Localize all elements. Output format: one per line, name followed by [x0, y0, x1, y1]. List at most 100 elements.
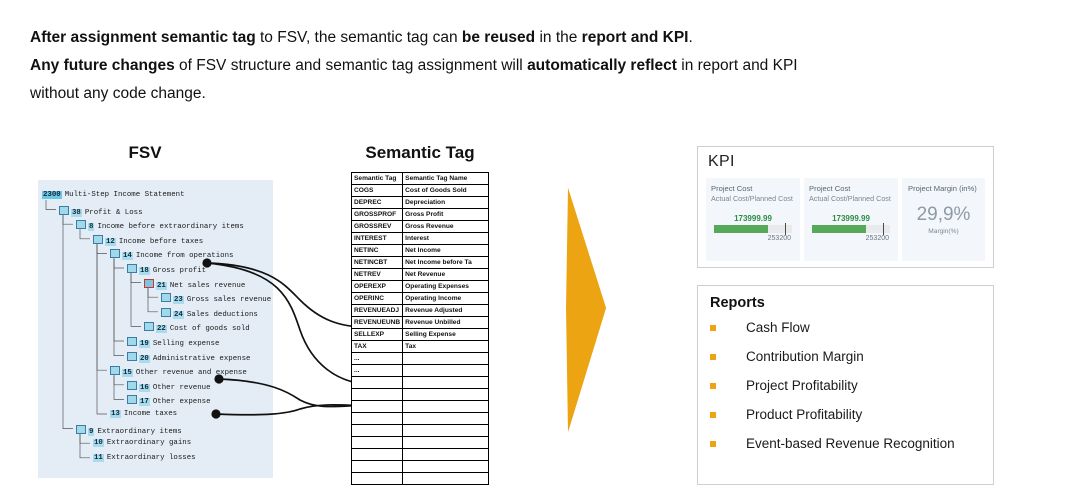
tree-expand-icon[interactable]: [93, 234, 103, 244]
fsv-node-number: 8: [88, 223, 95, 232]
kpi-tile-2-progress-bar: [812, 223, 890, 235]
report-list-item[interactable]: Product Profitability: [710, 406, 978, 424]
kpi-tile-project-cost-2[interactable]: Project Cost Actual Cost/Planned Cost 17…: [804, 178, 898, 261]
tree-expand-icon[interactable]: [76, 424, 86, 434]
tree-expand-icon[interactable]: [127, 264, 137, 273]
headline-fragment: .: [688, 29, 693, 46]
headline-fragment: Any future changes: [30, 57, 175, 74]
report-list-item[interactable]: Project Profitability: [710, 377, 978, 395]
semantic-tag-name-cell: [402, 472, 489, 485]
semantic-tag-table-row[interactable]: [350, 424, 489, 437]
semantic-tag-name-cell: [402, 436, 489, 449]
headline-line-3: without any code change.: [30, 83, 1060, 105]
semantic-tag-table-row[interactable]: ...: [350, 352, 489, 365]
tree-collapse-icon[interactable]: [59, 205, 69, 215]
semantic-tag-table-row[interactable]: [350, 388, 489, 401]
semantic-tag-name-cell: Tax: [402, 340, 489, 353]
kpi-tile-project-cost-1[interactable]: Project Cost Actual Cost/Planned Cost 17…: [706, 178, 800, 261]
tree-leaf-icon[interactable]: [127, 351, 137, 361]
tree-leaf-icon[interactable]: [161, 293, 171, 303]
fsv-node-number: 18: [139, 267, 150, 275]
fsv-node-number: 21: [156, 281, 167, 290]
semantic-tag-code-cell: [350, 448, 404, 461]
semantic-tag-table-row[interactable]: [350, 472, 489, 485]
fsv-node-number: 2300: [42, 191, 62, 199]
tree-selected-node-icon[interactable]: [144, 278, 154, 288]
semantic-tag-table-row[interactable]: [350, 376, 489, 389]
fsv-node-number: 12: [105, 237, 116, 246]
fsv-node-label: Income taxes: [123, 410, 178, 418]
semantic-tag-table-row[interactable]: [350, 436, 489, 449]
reports-title: Reports: [710, 295, 765, 311]
headline-line-1: After assignment semantic tag to FSV, th…: [30, 27, 1060, 49]
tree-leaf-icon[interactable]: [127, 395, 137, 405]
tree-collapse-icon[interactable]: [144, 322, 154, 332]
tree-leaf-icon[interactable]: [127, 337, 137, 346]
tree-leaf-icon[interactable]: [161, 307, 171, 317]
fsv-node-label: Multi-Step Income Statement: [64, 191, 185, 199]
fsv-node-number: 14: [122, 252, 133, 261]
fsv-node-label: Administrative expense: [152, 354, 251, 363]
kpi-margin-label: Project Margin (in%): [908, 184, 977, 193]
tree-leaf-icon[interactable]: [127, 380, 137, 390]
semantic-tag-table-row[interactable]: ...: [350, 364, 489, 377]
semantic-tag-code-cell: REVENUEADJ: [350, 304, 404, 317]
semantic-tag-table-row[interactable]: [350, 448, 489, 461]
tree-expand-icon[interactable]: [76, 220, 86, 230]
tree-collapse-icon[interactable]: [110, 249, 120, 259]
semantic-tag-table-row[interactable]: [350, 400, 489, 413]
semantic-tag-table-row[interactable]: [350, 460, 489, 473]
semantic-tag-table-row[interactable]: [350, 412, 489, 425]
kpi-tile-2-actual-value: 173999.99: [832, 214, 870, 223]
report-list-item[interactable]: Event-based Revenue Recognition: [710, 435, 978, 453]
report-list-item-label: Cash Flow: [746, 320, 810, 335]
semantic-tag-code-cell: [350, 376, 404, 389]
report-list-item[interactable]: Contribution Margin: [710, 348, 978, 366]
semantic-tag-name-cell: Depreciation: [402, 196, 489, 209]
fsv-node-number: 24: [173, 310, 184, 319]
kpi-tile-1-label: Project Cost: [711, 184, 753, 193]
semantic-tag-name-cell: Net Revenue: [402, 268, 489, 281]
kpi-tile-project-margin[interactable]: Project Margin (in%) 29,9% Margin(%): [902, 178, 985, 261]
report-list-item[interactable]: Cash Flow: [710, 319, 978, 337]
headline-paragraphs: After assignment semantic tag to FSV, th…: [30, 27, 1060, 111]
tree-collapse-icon[interactable]: [110, 366, 120, 376]
semantic-tag-code-cell: GROSSREV: [350, 220, 404, 233]
semantic-tag-code-cell: DEPREC: [350, 196, 404, 209]
